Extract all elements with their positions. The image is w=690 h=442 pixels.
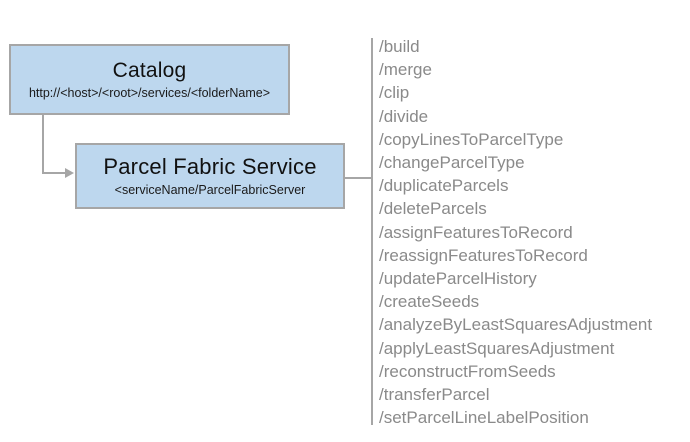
endpoint-item: /changeParcelType [379, 153, 525, 173]
endpoint-item: /duplicateParcels [379, 176, 509, 196]
endpoint-item: /assignFeaturesToRecord [379, 222, 573, 242]
service-node: Parcel Fabric Service <serviceName/Parce… [75, 143, 345, 209]
endpoint-item: /deleteParcels [379, 199, 487, 219]
endpoint-item: /setParcelLineLabelPosition [379, 408, 589, 428]
endpoint-list: /build/merge/clip/divide/copyLinesToParc… [379, 35, 684, 429]
endpoint-item: /merge [379, 60, 432, 80]
endpoint-item: /build [379, 37, 420, 56]
endpoint-item: /clip [379, 83, 410, 103]
endpoint-item: /reassignFeaturesToRecord [379, 245, 588, 265]
endpoint-item: /updateParcelHistory [379, 269, 537, 289]
catalog-to-service-connector-horizontal [42, 172, 66, 174]
endpoint-item: /transferParcel [379, 385, 490, 405]
catalog-node: Catalog http://<host>/<root>/services/<f… [9, 44, 290, 115]
endpoint-item: /analyzeByLeastSquaresAdjustment [379, 315, 653, 335]
catalog-title: Catalog [112, 59, 187, 82]
endpoint-item: /applyLeastSquaresAdjustment [379, 338, 615, 358]
endpoint-item: /reconstructFromSeeds [379, 361, 556, 381]
service-to-endpoints-connector [345, 177, 371, 179]
endpoints-divider-line [371, 38, 373, 425]
arrowhead-icon [65, 168, 74, 178]
endpoint-item: /copyLinesToParcelType [379, 129, 564, 149]
catalog-to-service-connector-vertical [42, 114, 44, 174]
service-subtitle: <serviceName/ParcelFabricServer [114, 183, 306, 197]
endpoint-item: /createSeeds [379, 292, 480, 312]
endpoint-item: /divide [379, 106, 429, 126]
service-title: Parcel Fabric Service [103, 154, 317, 179]
catalog-url: http://<host>/<root>/services/<folderNam… [28, 86, 271, 100]
